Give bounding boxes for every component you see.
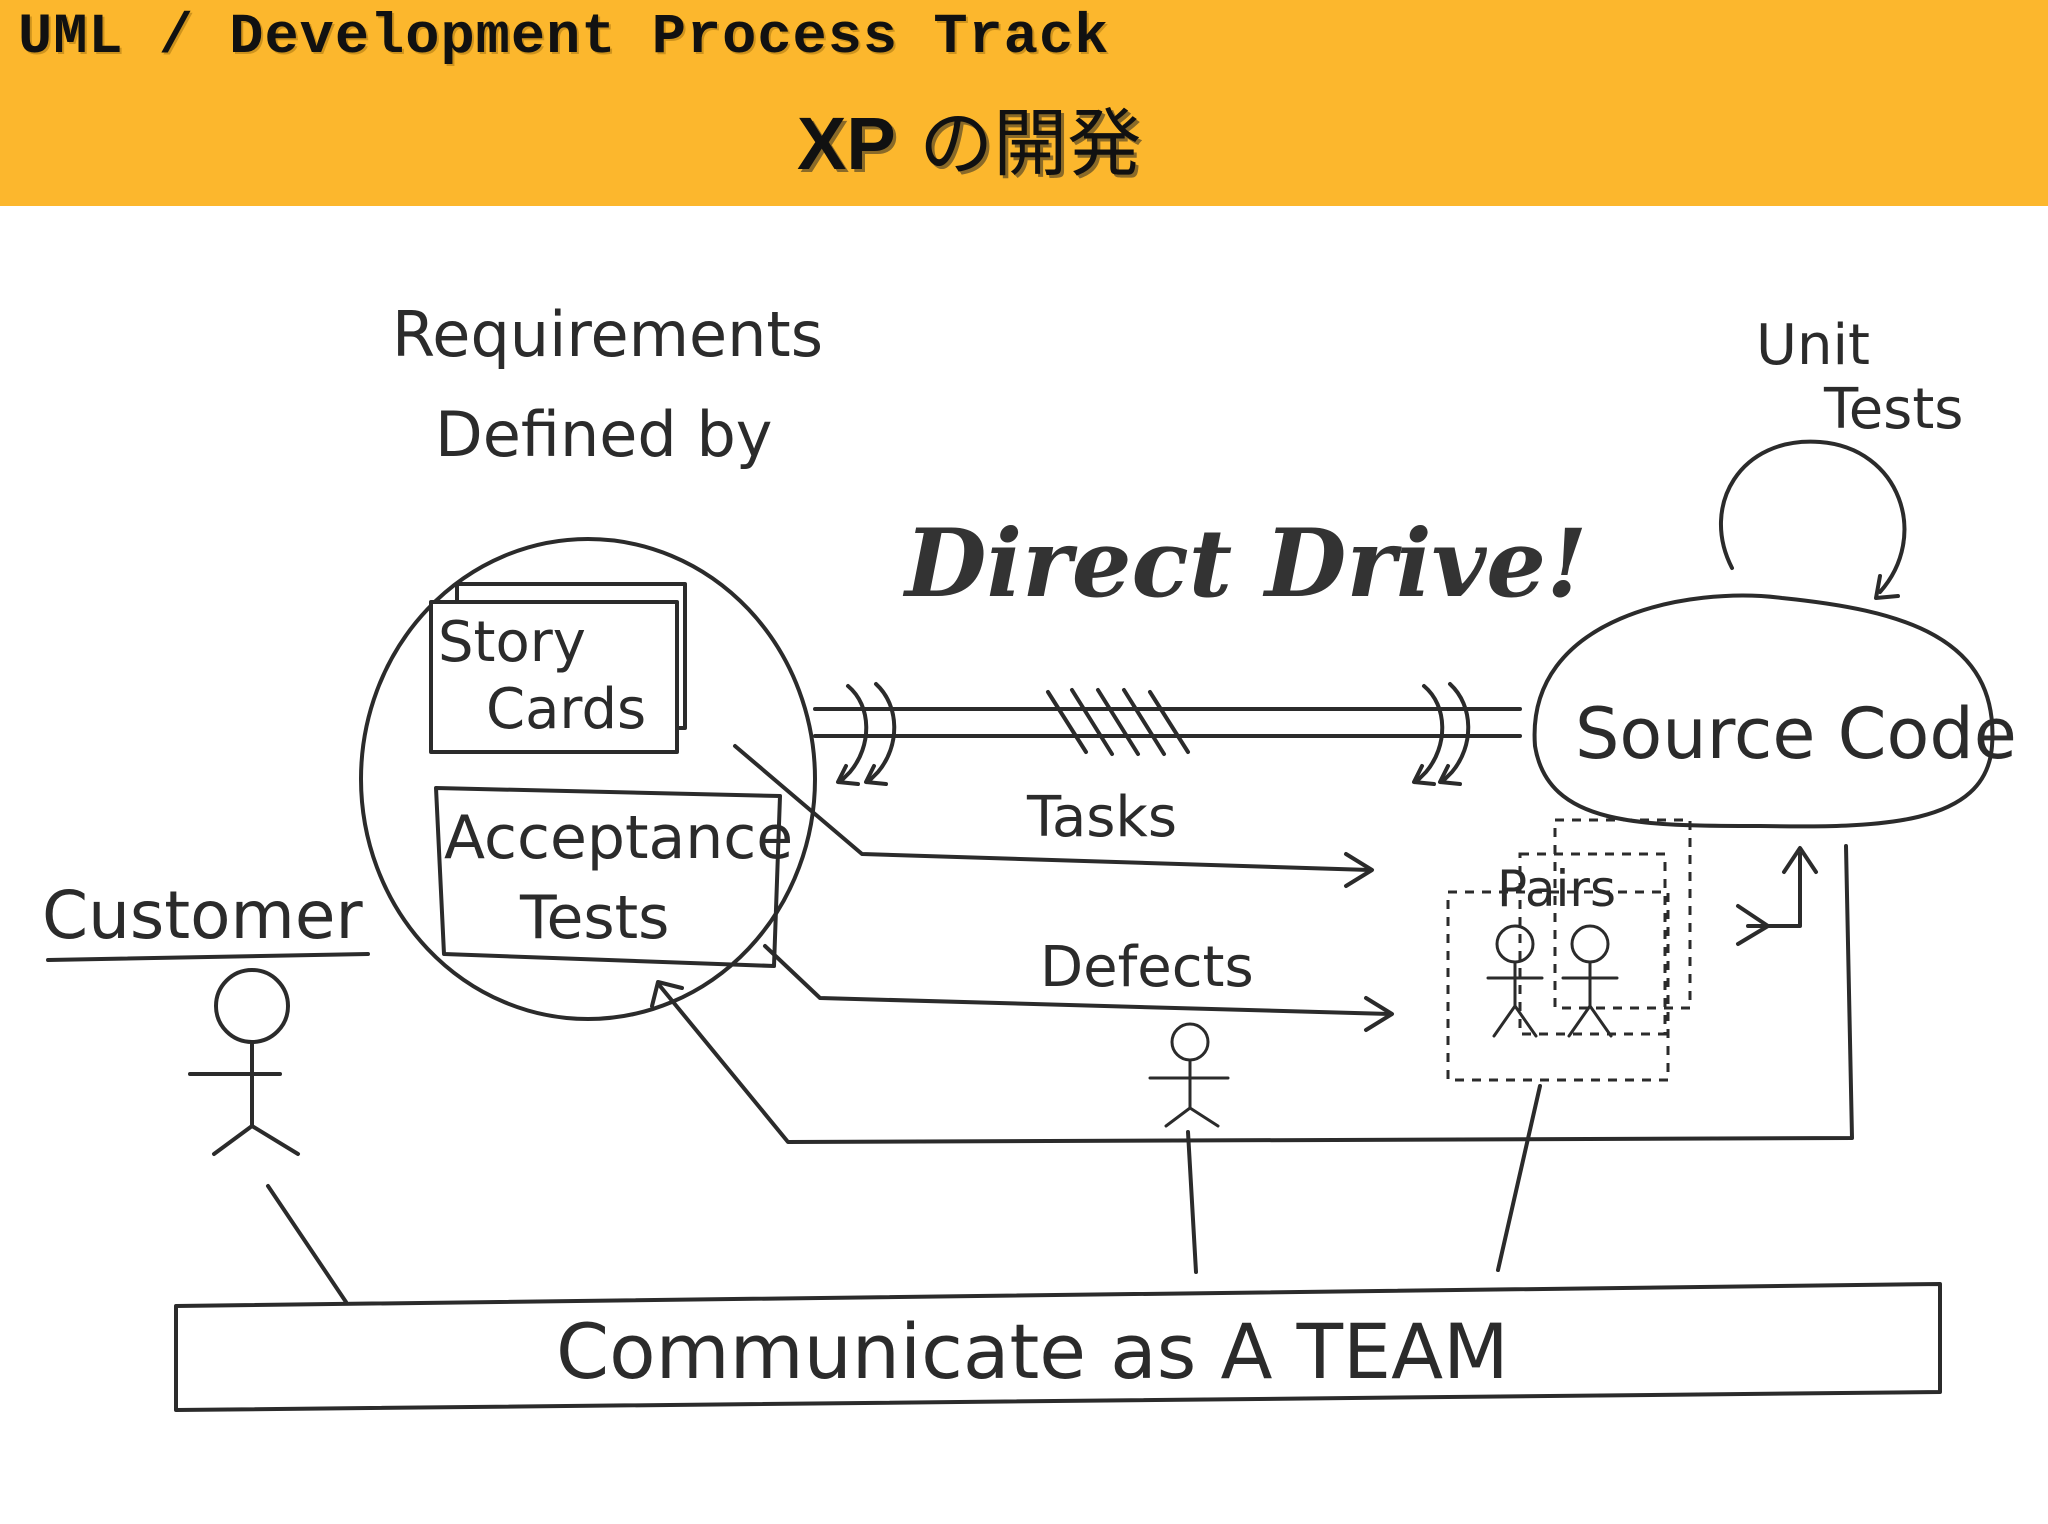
pairs-side-arrowhead — [1736, 904, 1770, 946]
rotation-arrows-left — [836, 682, 897, 786]
requirements-circle — [359, 537, 817, 1021]
defects-arrowhead — [1364, 996, 1394, 1032]
customer-person-icon — [188, 968, 300, 1156]
feedback-line — [658, 844, 1854, 1144]
track-title: UML / Development Process Track — [18, 6, 1110, 70]
unit-tests-loop-arrowhead — [1874, 574, 1900, 600]
pairs-team-link — [1496, 1084, 1542, 1272]
pairs-to-source-arrowhead — [1782, 846, 1818, 874]
developer-person-icon — [1148, 1022, 1230, 1128]
defects-label: Defects — [1040, 935, 1254, 1000]
shaft-coupling — [1046, 688, 1190, 756]
feedback-arrowhead — [650, 980, 684, 1008]
acceptance-tests-label-line1: Acceptance — [444, 803, 793, 873]
developer-team-link — [1186, 1130, 1198, 1274]
team-communication-bar — [174, 1282, 1942, 1412]
tasks-arrow — [733, 744, 1372, 872]
customer-team-link — [266, 1184, 348, 1304]
story-card-front — [429, 600, 679, 754]
slide-title-latin: XP — [797, 102, 896, 185]
story-cards-label-line2: Cards — [486, 677, 646, 742]
direct-drive-label: Direct Drive! — [902, 509, 1587, 619]
pairs-dashed-frame-front — [1446, 890, 1670, 1082]
rotation-arrows-right — [1412, 682, 1471, 786]
slide-header: UML / Development Process Track XP の開発 — [0, 0, 2048, 206]
team-bar-label: Communicate as A TEAM — [556, 1307, 1509, 1396]
slide-title: XP の開発 — [797, 84, 1141, 191]
pair-person-2-icon — [1561, 924, 1619, 1038]
tasks-label: Tasks — [1026, 785, 1177, 850]
defects-arrow — [763, 944, 1392, 1016]
requirements-label-line1: Requirements — [392, 298, 823, 371]
unit-tests-label-line2: Tests — [1823, 377, 1963, 442]
customer-underline — [46, 952, 370, 962]
xp-process-diagram: Requirements Defined by Story Cards Acce… — [42, 298, 2017, 1412]
source-code-blob — [1532, 593, 1995, 829]
tasks-arrowhead — [1344, 852, 1374, 888]
unit-tests-label-line1: Unit — [1756, 313, 1870, 378]
pair-person-1-icon — [1486, 924, 1544, 1038]
requirements-label-line2: Defined by — [435, 398, 773, 471]
acceptance-tests-label-line2: Tests — [519, 883, 669, 953]
slide-title-japanese: の開発 — [919, 101, 1142, 187]
pairs-dashed-frame-middle — [1518, 852, 1667, 1036]
unit-tests-loop — [1719, 439, 1907, 594]
source-code-label: Source Code — [1575, 693, 2017, 775]
pairs-dashed-frame-back — [1553, 818, 1692, 1010]
pairs-to-source-arrow — [1746, 852, 1802, 928]
customer-label: Customer — [42, 877, 363, 954]
acceptance-tests-box — [434, 786, 782, 968]
story-cards-label-line1: Story — [438, 610, 586, 675]
pairs-label: Pairs — [1497, 860, 1616, 918]
